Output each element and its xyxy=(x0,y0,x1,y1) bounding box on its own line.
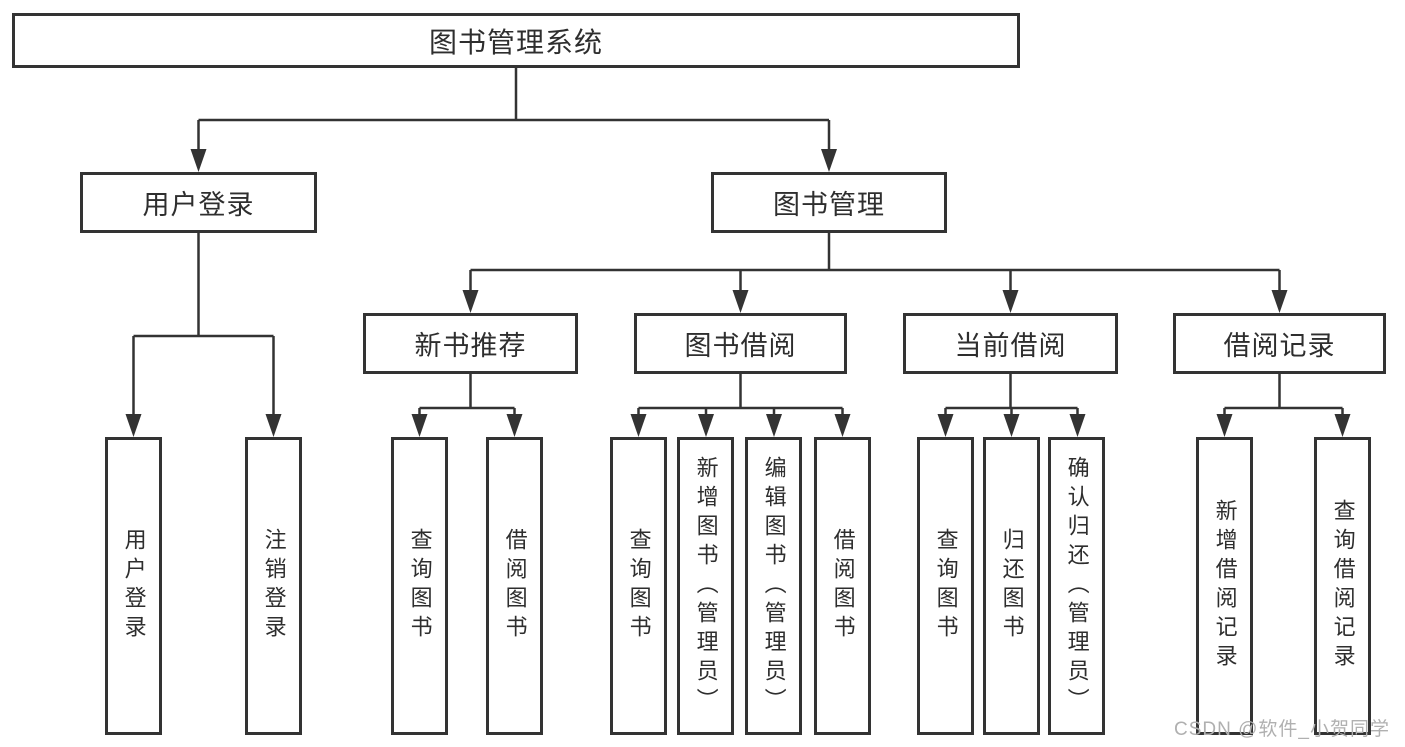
node-book-borrowing: 图书借阅 xyxy=(634,313,847,374)
node-label: 借阅记录 xyxy=(1223,331,1336,361)
arrow-down-icon xyxy=(125,414,142,437)
arrow-down-icon xyxy=(1069,414,1086,437)
leaf-current-query-books: 查询图书 xyxy=(917,437,974,735)
node-label: 查询借阅记录 xyxy=(1330,499,1356,673)
arrow-down-icon xyxy=(1334,414,1351,437)
node-borrowing-records: 借阅记录 xyxy=(1173,313,1386,374)
node-label: 借阅图书 xyxy=(502,528,528,644)
node-user-login: 用户登录 xyxy=(80,172,317,233)
node-label: 查询图书 xyxy=(626,528,652,644)
node-new-book-recommendation: 新书推荐 xyxy=(363,313,578,374)
arrow-down-icon xyxy=(698,414,714,437)
leaf-newrec-borrow-books: 借阅图书 xyxy=(486,437,543,735)
node-label: 用户登录 xyxy=(142,190,255,220)
node-label: 图书管理 xyxy=(773,190,885,220)
arrow-down-icon xyxy=(821,149,837,172)
leaf-add-borrow-record: 新增借阅记录 xyxy=(1196,437,1253,735)
arrow-down-icon xyxy=(506,414,523,437)
node-label: 注销登录 xyxy=(261,528,287,644)
connector-root-to-level2 xyxy=(197,68,831,154)
leaf-user-login: 用户登录 xyxy=(105,437,162,735)
leaf-return-books: 归还图书 xyxy=(983,437,1040,735)
node-label: 图书借阅 xyxy=(684,331,797,361)
arrow-down-icon xyxy=(462,290,479,313)
node-label: 归还图书 xyxy=(999,528,1025,644)
arrow-down-icon xyxy=(1216,414,1233,437)
leaf-borrow-borrow-books: 借阅图书 xyxy=(814,437,871,735)
node-label: 查询图书 xyxy=(407,528,433,644)
leaf-query-borrow-record: 查询借阅记录 xyxy=(1314,437,1371,735)
node-library-management-system: 图书管理系统 xyxy=(12,13,1020,68)
node-label: 新增借阅记录 xyxy=(1212,499,1238,673)
leaf-add-book-admin: 新增图书（管理员） xyxy=(677,437,734,735)
arrow-down-icon xyxy=(1271,290,1288,313)
leaf-edit-book-admin: 编辑图书（管理员） xyxy=(745,437,802,735)
node-label: 查询图书 xyxy=(933,528,959,644)
arrow-down-icon xyxy=(834,414,851,437)
node-label: 确认归还（管理员） xyxy=(1064,455,1090,717)
arrow-down-icon xyxy=(411,414,428,437)
node-label: 图书管理系统 xyxy=(428,26,603,58)
node-label: 用户登录 xyxy=(121,528,147,644)
csdn-watermark: CSDN @软件_小贺同学 xyxy=(1174,719,1390,740)
leaf-newrec-query-books: 查询图书 xyxy=(391,437,448,735)
node-book-management: 图书管理 xyxy=(711,172,947,233)
arrow-down-icon xyxy=(265,414,282,437)
node-label: 新增图书（管理员） xyxy=(693,455,719,717)
arrow-down-icon xyxy=(1002,290,1019,313)
arrow-down-icon xyxy=(1003,414,1020,437)
arrow-down-icon xyxy=(630,414,647,437)
arrow-down-icon xyxy=(766,414,782,437)
node-label: 当前借阅 xyxy=(954,331,1067,361)
connector-userlogin-to-leaves xyxy=(132,233,275,419)
arrow-down-icon xyxy=(190,149,207,172)
connector-level3-to-leaves xyxy=(418,374,1344,419)
arrow-down-icon xyxy=(732,290,749,313)
arrow-down-icons xyxy=(125,149,1351,437)
connector-bookmgmt-to-level3 xyxy=(469,233,1281,295)
leaf-borrow-query-books: 查询图书 xyxy=(610,437,667,735)
leaf-logout: 注销登录 xyxy=(245,437,302,735)
node-label: 编辑图书（管理员） xyxy=(761,455,787,717)
leaf-confirm-return-admin: 确认归还（管理员） xyxy=(1048,437,1105,735)
node-label: 新书推荐 xyxy=(414,331,527,361)
node-current-borrowing: 当前借阅 xyxy=(903,313,1118,374)
arrow-down-icon xyxy=(937,414,954,437)
node-label: 借阅图书 xyxy=(830,528,856,644)
